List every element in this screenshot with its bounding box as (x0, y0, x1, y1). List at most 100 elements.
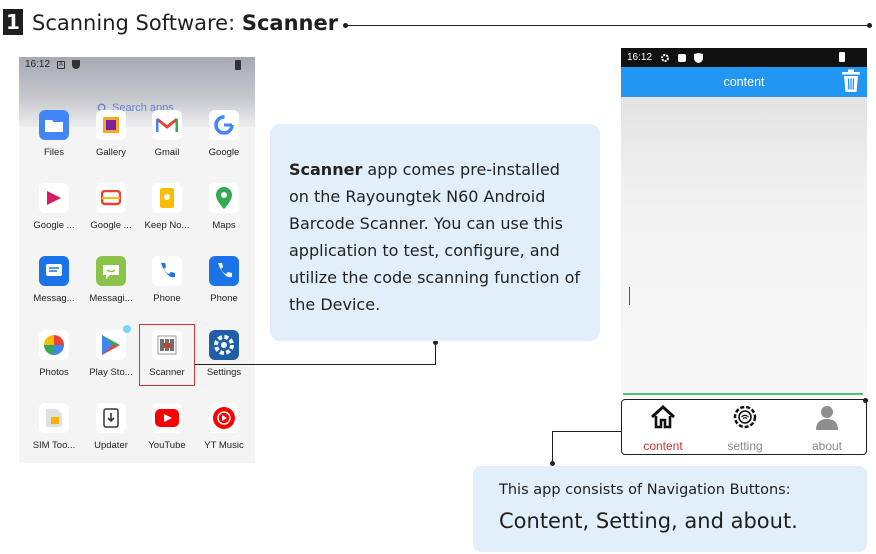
app-play-store[interactable]: Play Sto... (83, 325, 139, 378)
shield-icon (694, 52, 704, 63)
scanner-icon (152, 330, 182, 360)
app-play-movies[interactable]: Google ... (26, 183, 82, 231)
app-label: Keep No... (144, 220, 190, 231)
app-bar-title: content (723, 75, 765, 89)
app-label: SIM Too... (32, 440, 76, 451)
update-badge (123, 325, 131, 333)
app-gmail[interactable]: Gmail (139, 110, 195, 158)
phone-blue-icon (209, 256, 239, 286)
connector-line (195, 364, 436, 365)
app-settings[interactable]: Settings (196, 330, 252, 378)
scanner-highlight-box (139, 324, 195, 386)
shield-icon (72, 60, 81, 69)
app-youtube[interactable]: YouTube (139, 403, 195, 451)
yt-music-icon (209, 403, 239, 433)
nav-setting[interactable]: setting (710, 404, 780, 453)
callout-bold: Scanner (289, 160, 363, 179)
app-yt-music[interactable]: YT Music (196, 403, 252, 451)
connector-line (552, 431, 553, 464)
nav-content[interactable]: content (628, 404, 698, 453)
phone-icon (152, 256, 182, 286)
nav-about-label: about (811, 439, 843, 453)
app-label: Phone (210, 293, 238, 304)
app-label: Phone (153, 293, 181, 304)
connector-line (435, 344, 436, 365)
nav-about[interactable]: about (792, 404, 862, 453)
launcher-status-bar: 16:12 A (25, 59, 81, 70)
bottom-navigation: content setting about (621, 399, 867, 455)
app-label: YT Music (204, 440, 244, 451)
connector-dot (433, 340, 438, 345)
app-label: Messag... (33, 293, 75, 304)
app-label: Gmail (154, 147, 180, 158)
app-google-tv[interactable]: Google ... (83, 183, 139, 231)
nav-content-label: content (643, 439, 683, 453)
keep-notes-icon (152, 183, 182, 213)
app-phone[interactable]: Phone (139, 256, 195, 304)
app-sim-toolkit[interactable]: SIM Too... (26, 403, 82, 451)
app-gallery[interactable]: Gallery (83, 110, 139, 158)
google-tv-icon (96, 183, 126, 213)
app-label: YouTube (148, 440, 186, 451)
gear-status-icon (661, 53, 670, 62)
app-maps[interactable]: Maps (196, 183, 252, 231)
sim-toolkit-icon (39, 403, 69, 433)
maps-icon (209, 183, 239, 213)
callout2-line1: This app consists of Navigation Buttons: (499, 482, 791, 498)
gallery-icon (96, 110, 126, 140)
app-google[interactable]: Google (196, 110, 252, 158)
google-icon (209, 110, 239, 140)
phone-status-time: 16:12 (627, 52, 653, 63)
scanner-app-screen: 16:12 content content setting about (621, 48, 867, 455)
navigation-description-callout: This app consists of Navigation Buttons:… (473, 466, 867, 552)
battery-icon (839, 52, 845, 62)
scan-results-area[interactable] (621, 97, 867, 397)
play-movies-icon (39, 183, 69, 213)
app-photos[interactable]: Photos (26, 330, 82, 378)
connector-line (552, 431, 622, 432)
notification-a-icon (678, 53, 687, 62)
person-icon (816, 406, 838, 430)
phone-status-bar: 16:12 (621, 48, 867, 67)
app-label: Maps (212, 220, 236, 231)
app-folder[interactable]: Files (26, 110, 82, 158)
app-label: Google (208, 147, 240, 158)
app-label: Settings (206, 367, 242, 378)
play-store-icon (96, 325, 131, 360)
content-divider (623, 393, 863, 395)
app-phone-blue[interactable]: Phone (196, 256, 252, 304)
page-title-bold: Scanner (241, 11, 339, 35)
text-cursor (629, 287, 630, 305)
title-line-end-dot (867, 23, 872, 28)
app-label: Play Sto... (89, 367, 133, 378)
app-messaging[interactable]: Messagi... (83, 256, 139, 304)
app-bar: content (621, 67, 867, 97)
nav-setting-label: setting (727, 439, 763, 453)
setting-icon (733, 405, 757, 429)
app-label: Messagi... (89, 293, 133, 304)
launcher-status-time: 16:12 (25, 59, 51, 70)
battery-icon (235, 60, 241, 70)
page-title: Scanning Software: Scanner (32, 10, 338, 36)
app-keep-notes[interactable]: Keep No... (139, 183, 195, 231)
app-label: Google ... (33, 220, 75, 231)
messages-icon (39, 256, 69, 286)
app-scanner[interactable]: Scanner (139, 330, 195, 378)
notification-a-icon: A (57, 60, 66, 69)
messaging-icon (96, 256, 126, 286)
page-title-prefix: Scanning Software: (32, 11, 242, 35)
home-icon (650, 404, 676, 429)
app-label: Photos (39, 367, 69, 378)
youtube-icon (152, 403, 182, 433)
app-label: Files (43, 147, 65, 158)
updater-icon (96, 403, 126, 433)
app-messages[interactable]: Messag... (26, 256, 82, 304)
trash-icon[interactable] (840, 69, 862, 93)
gmail-icon (152, 110, 182, 140)
app-label: Updater (94, 440, 128, 451)
app-updater[interactable]: Updater (83, 403, 139, 451)
connector-dot (550, 461, 555, 466)
app-label: Scanner (149, 367, 185, 378)
callout-text: app comes pre-installed on the Rayoungte… (289, 160, 581, 314)
